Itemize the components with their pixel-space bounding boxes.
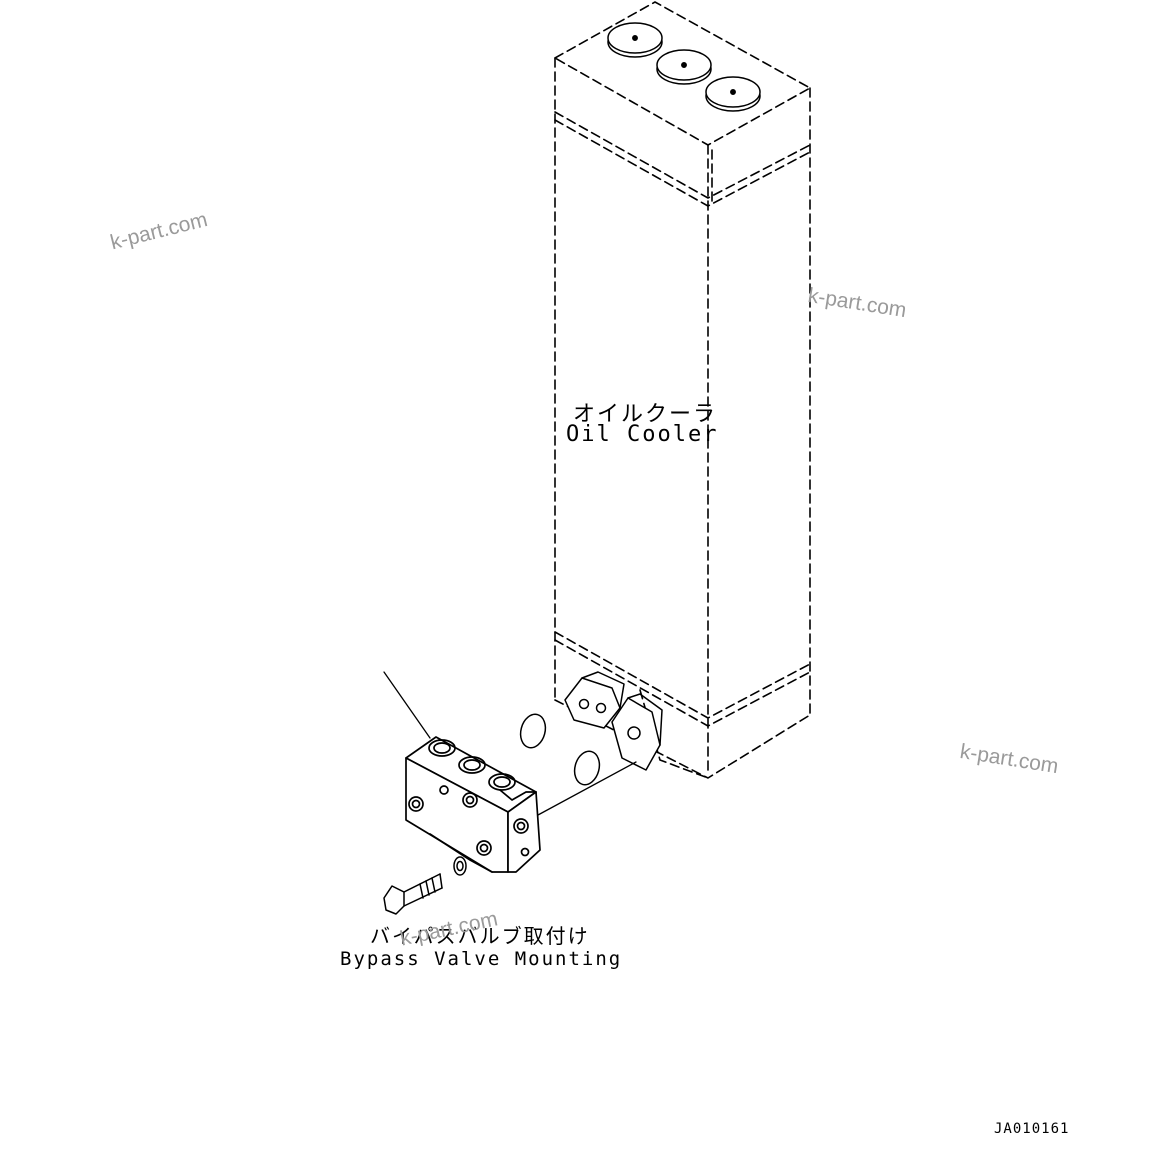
cooler-flanges bbox=[564, 671, 663, 771]
drawing-code: JA010161 bbox=[994, 1121, 1070, 1137]
bolt bbox=[383, 873, 443, 915]
oil-cooler-label-en: Oil Cooler bbox=[566, 422, 719, 447]
oil-cooler-outline bbox=[554, 1, 811, 779]
bypass-valve-label-jp: バイパスバルブ取付け bbox=[370, 924, 590, 948]
bypass-valve-block bbox=[405, 736, 541, 873]
cooler-top-caps bbox=[607, 22, 761, 112]
oil-cooler-label-jp: オイルクーラ bbox=[573, 402, 718, 427]
washer bbox=[453, 856, 467, 876]
bypass-valve-label-en: Bypass Valve Mounting bbox=[340, 948, 623, 970]
leader-lines bbox=[383, 671, 637, 816]
o-rings bbox=[519, 713, 601, 786]
